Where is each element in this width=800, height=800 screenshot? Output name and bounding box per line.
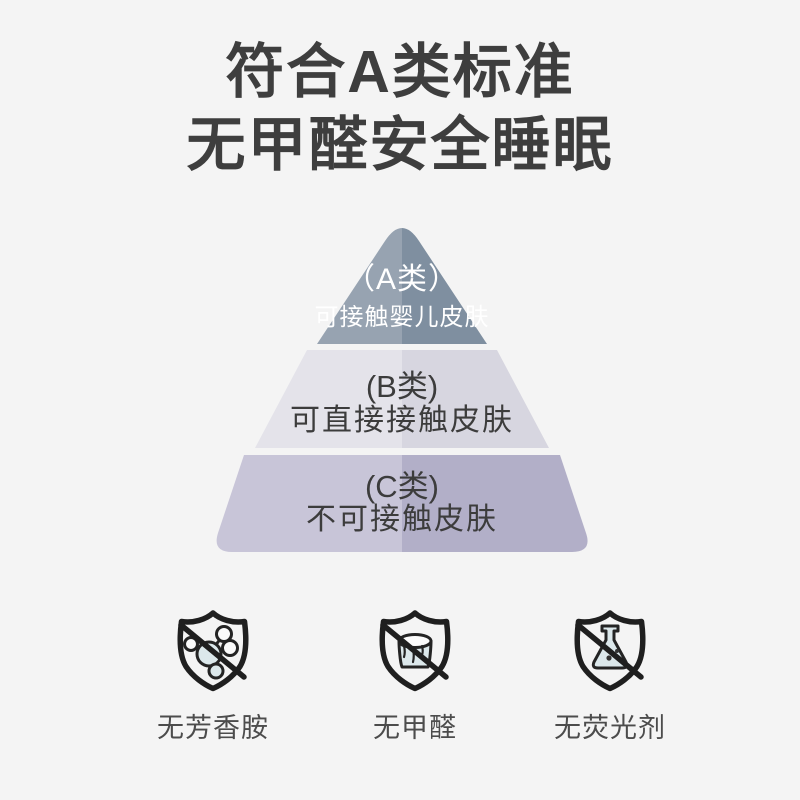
tier-a-description: 可接触婴儿皮肤: [314, 304, 490, 331]
feature-label: 无芳香胺: [157, 713, 269, 743]
feature-no-formaldehyde: 无甲醛: [369, 604, 461, 745]
no-fluorescent-icon: [574, 610, 646, 692]
prohibition-slash: [380, 622, 449, 680]
page-title: 符合A类标准 无甲醛安全睡眠: [0, 36, 800, 182]
no-formaldehyde-icon: [379, 610, 451, 692]
molecule-glyph: [183, 625, 239, 680]
feature-label: 无甲醛: [373, 713, 457, 743]
tier-c-class-label: (C类): [364, 469, 440, 504]
tier-a-class-label: （A类）: [344, 263, 460, 296]
prohibition-slash: [575, 622, 644, 680]
tier-b-description: 可直接接触皮肤: [290, 404, 514, 437]
title-line-2: 无甲醛安全睡眠: [186, 112, 614, 178]
tier-c-right-face: [402, 455, 588, 552]
prohibition-slash: [178, 622, 247, 680]
feature-no-fluorescent: 无荧光剂: [554, 604, 666, 745]
tier-c-left-face: [216, 455, 402, 552]
no-aromatic-amine-icon: [177, 610, 249, 692]
shield-outline: [379, 610, 451, 692]
shield-outline: [574, 610, 646, 692]
feature-no-aromatic-amine: 无芳香胺: [157, 604, 269, 745]
feature-label: 无荧光剂: [554, 713, 666, 743]
tier-c-description: 不可接触皮肤: [306, 503, 498, 536]
tier-b-class-label: (B类): [365, 369, 439, 404]
pyramid-tier-c: [216, 455, 588, 552]
shield-outline: [177, 610, 249, 692]
title-line-1: 符合A类标准: [225, 39, 575, 105]
